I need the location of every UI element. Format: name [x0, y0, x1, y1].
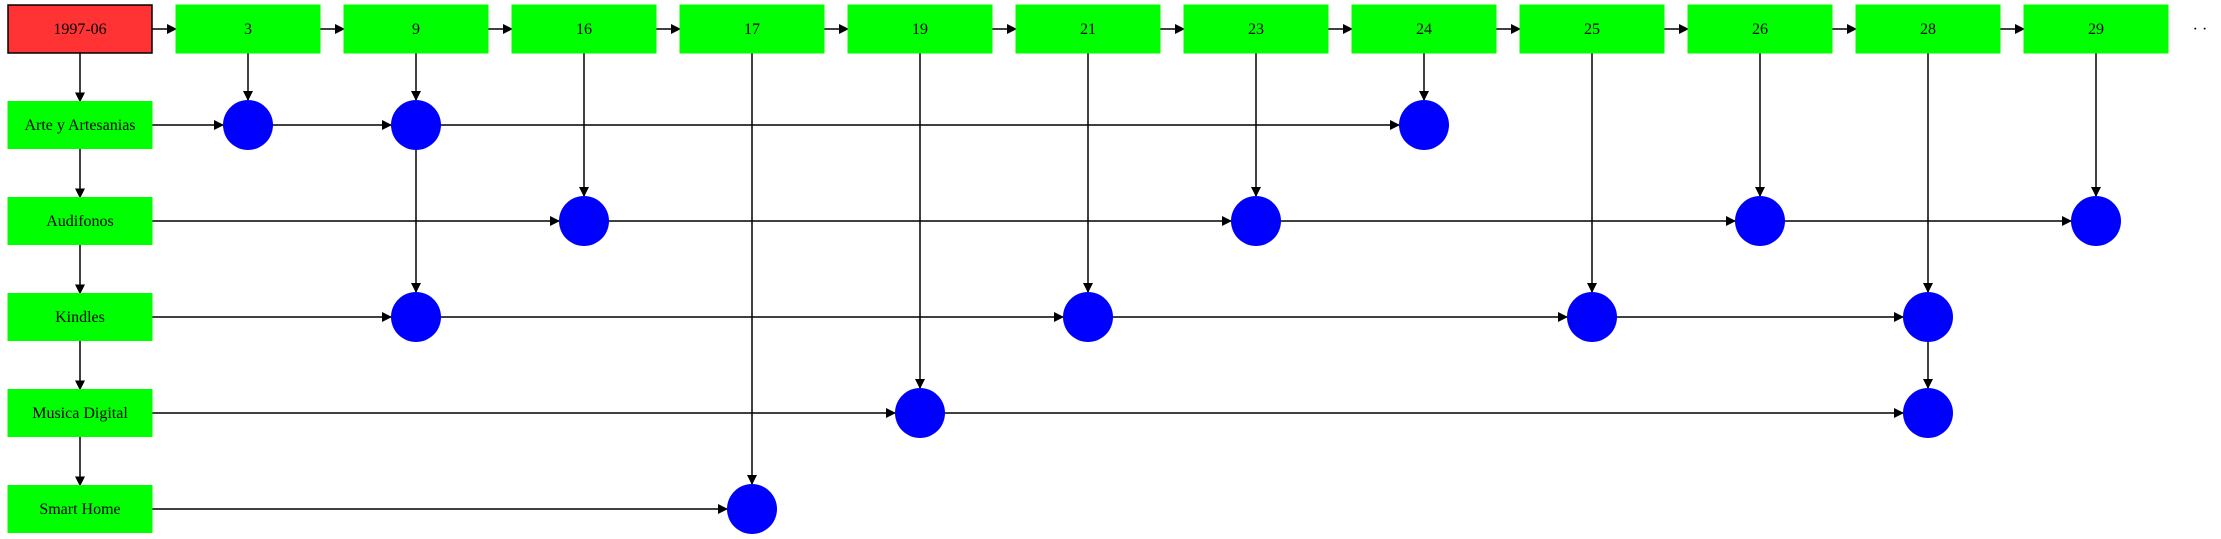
header-box	[7, 4, 153, 54]
column-23-label: 23	[1248, 21, 1264, 38]
node	[895, 388, 945, 438]
row-4-label: Smart Home	[39, 501, 120, 518]
column-17-label: 17	[744, 21, 760, 38]
row-2-box	[7, 293, 153, 341]
column-26-label: 26	[1752, 21, 1768, 38]
row-3-label: Musica Digital	[32, 405, 128, 422]
column-21-box	[1015, 4, 1161, 54]
edges	[75, 24, 2101, 514]
row-0-label: Arte y Artesanias	[24, 117, 135, 134]
column-28-box	[1855, 4, 2001, 54]
row-1-box	[7, 197, 153, 245]
column-16-box	[511, 4, 657, 54]
row-4-box	[7, 485, 153, 533]
column-19-label: 19	[912, 21, 928, 38]
node	[1399, 100, 1449, 150]
column-25-label: 25	[1584, 21, 1600, 38]
column-19-box	[847, 4, 993, 54]
node	[1231, 196, 1281, 246]
node	[727, 484, 777, 534]
column-3-label: 3	[244, 21, 252, 38]
column-3-box	[175, 4, 321, 54]
row-1-label: Audifonos	[46, 213, 114, 230]
node	[391, 292, 441, 342]
node	[1063, 292, 1113, 342]
column-9-label: 9	[412, 21, 420, 38]
node	[1567, 292, 1617, 342]
column-9-box	[343, 4, 489, 54]
node	[391, 100, 441, 150]
column-23-box	[1183, 4, 1329, 54]
node	[1735, 196, 1785, 246]
row-2-label: Kindles	[55, 309, 105, 326]
node	[559, 196, 609, 246]
header-label: 1997-06	[53, 21, 106, 38]
column-29-label: 29	[2088, 21, 2104, 38]
trailing-mark: · ·	[2193, 21, 2208, 38]
node	[1903, 388, 1953, 438]
column-25-box	[1519, 4, 1665, 54]
node	[223, 100, 273, 150]
column-24-label: 24	[1416, 21, 1432, 38]
nodes	[223, 100, 2121, 534]
row-0-box	[7, 101, 153, 149]
column-26-box	[1687, 4, 1833, 54]
column-28-label: 28	[1920, 21, 1936, 38]
column-24-box	[1351, 4, 1497, 54]
column-21-label: 21	[1080, 21, 1096, 38]
column-17-box	[679, 4, 825, 54]
column-29-box	[2023, 4, 2169, 54]
node	[1903, 292, 1953, 342]
row-3-box	[7, 389, 153, 437]
column-16-label: 16	[576, 21, 592, 38]
node	[2071, 196, 2121, 246]
